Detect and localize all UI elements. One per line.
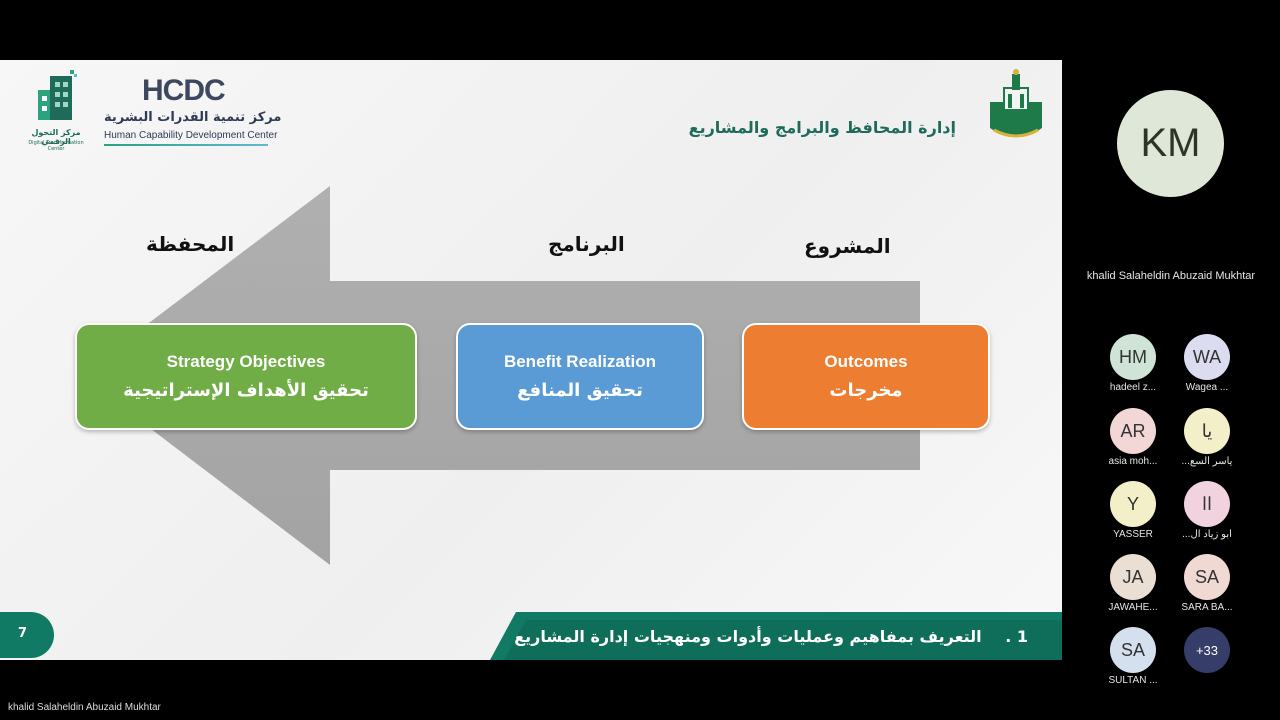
slide-title: إدارة المحافظ والبرامج والمشاريع bbox=[688, 118, 956, 137]
label-program: البرنامج bbox=[548, 232, 625, 256]
participant-name: SULTAN ... bbox=[1108, 675, 1158, 686]
more-participants-button[interactable]: +33 bbox=[1178, 627, 1238, 691]
benefit-realization-en: Benefit Realization bbox=[503, 352, 657, 371]
participant-avatar: HM bbox=[1110, 334, 1156, 380]
participant-tile[interactable]: يا ياسر السع... bbox=[1178, 408, 1238, 472]
participant-tile[interactable]: اا ابو زياد ال... bbox=[1178, 481, 1238, 545]
dtc-english-name: Digital Transformation Center bbox=[28, 140, 84, 152]
label-project: المشروع bbox=[804, 234, 891, 258]
outcomes-ar: مخرجات bbox=[829, 380, 903, 401]
participant-avatar: AR bbox=[1110, 408, 1156, 454]
presenter-avatar[interactable]: KM bbox=[1117, 90, 1224, 197]
participant-name: hadeel z... bbox=[1109, 382, 1157, 393]
participant-avatar: SA bbox=[1184, 554, 1230, 600]
footer-title: التعريف بمفاهيم وعمليات وأدوات ومنهجيات … bbox=[514, 627, 982, 646]
strategy-objectives-en: Strategy Objectives bbox=[166, 352, 326, 371]
presenter-name-bottom: khalid Salaheldin Abuzaid Mukhtar bbox=[8, 702, 161, 713]
participant-name: ابو زياد ال... bbox=[1182, 529, 1232, 540]
hcdc-abbreviation: HCDC bbox=[142, 74, 226, 107]
participant-tile[interactable]: SA SULTAN ... bbox=[1104, 627, 1164, 691]
participant-name: YASSER bbox=[1113, 529, 1153, 540]
presenter-name: khalid Salaheldin Abuzaid Mukhtar bbox=[1086, 270, 1256, 282]
participant-name: ياسر السع... bbox=[1181, 456, 1233, 467]
participant-tile[interactable]: HM hadeel z... bbox=[1104, 334, 1164, 398]
outcomes-en: Outcomes bbox=[824, 352, 908, 371]
participant-tile[interactable]: AR asia moh... bbox=[1104, 408, 1164, 472]
participant-name: Wagea ... bbox=[1185, 382, 1229, 393]
participant-avatar: WA bbox=[1184, 334, 1230, 380]
hcdc-underline bbox=[104, 144, 268, 146]
participant-avatar: يا bbox=[1184, 408, 1230, 454]
participant-avatar: اا bbox=[1184, 481, 1230, 527]
participant-tile[interactable]: JA JAWAHE... bbox=[1104, 554, 1164, 618]
hcdc-english-name: Human Capability Development Center bbox=[104, 130, 278, 141]
hcdc-logo: HCDC مركز تنمية القدرات البشرية Human Ca… bbox=[100, 74, 281, 154]
page-number-badge: 7 bbox=[0, 612, 54, 658]
outcomes-box: Outcomes مخرجات bbox=[742, 323, 990, 430]
participant-name: SARA BA... bbox=[1181, 602, 1233, 613]
digital-transformation-logo: مركز التحول الرقمي Digital Transformatio… bbox=[22, 66, 90, 152]
page-number: 7 bbox=[18, 626, 28, 641]
more-participants-count: +33 bbox=[1184, 627, 1230, 673]
participant-tile[interactable]: WA Wagea ... bbox=[1178, 334, 1238, 398]
building-logo-icon bbox=[38, 70, 77, 120]
participant-tile[interactable]: SA SARA BA... bbox=[1178, 554, 1238, 618]
participant-avatar: SA bbox=[1110, 627, 1156, 673]
presentation-slide: مركز التحول الرقمي Digital Transformatio… bbox=[0, 60, 1062, 660]
participant-avatar: Y bbox=[1110, 481, 1156, 527]
footer-index: 1 . bbox=[1005, 627, 1028, 646]
dtc-arabic-name: مركز التحول الرقمي bbox=[31, 128, 81, 146]
hcdc-arabic-name: مركز تنمية القدرات البشرية bbox=[104, 110, 282, 125]
strategy-objectives-ar: تحقيق الأهداف الإستراتيجية bbox=[123, 380, 369, 401]
university-logo-icon bbox=[990, 69, 1042, 138]
participant-name: asia moh... bbox=[1108, 456, 1158, 467]
benefit-realization-box: Benefit Realization تحقيق المنافع bbox=[456, 323, 704, 430]
footer-text: 1 . التعريف بمفاهيم وعمليات وأدوات ومنهج… bbox=[514, 627, 1028, 646]
footer-band bbox=[490, 612, 1062, 660]
benefit-realization-ar: تحقيق المنافع bbox=[517, 380, 643, 401]
strategy-objectives-box: Strategy Objectives تحقيق الأهداف الإستر… bbox=[75, 323, 417, 430]
participant-name: JAWAHE... bbox=[1108, 602, 1158, 613]
participant-avatar: JA bbox=[1110, 554, 1156, 600]
participant-tile[interactable]: Y YASSER bbox=[1104, 481, 1164, 545]
label-portfolio: المحفظة bbox=[146, 232, 235, 256]
